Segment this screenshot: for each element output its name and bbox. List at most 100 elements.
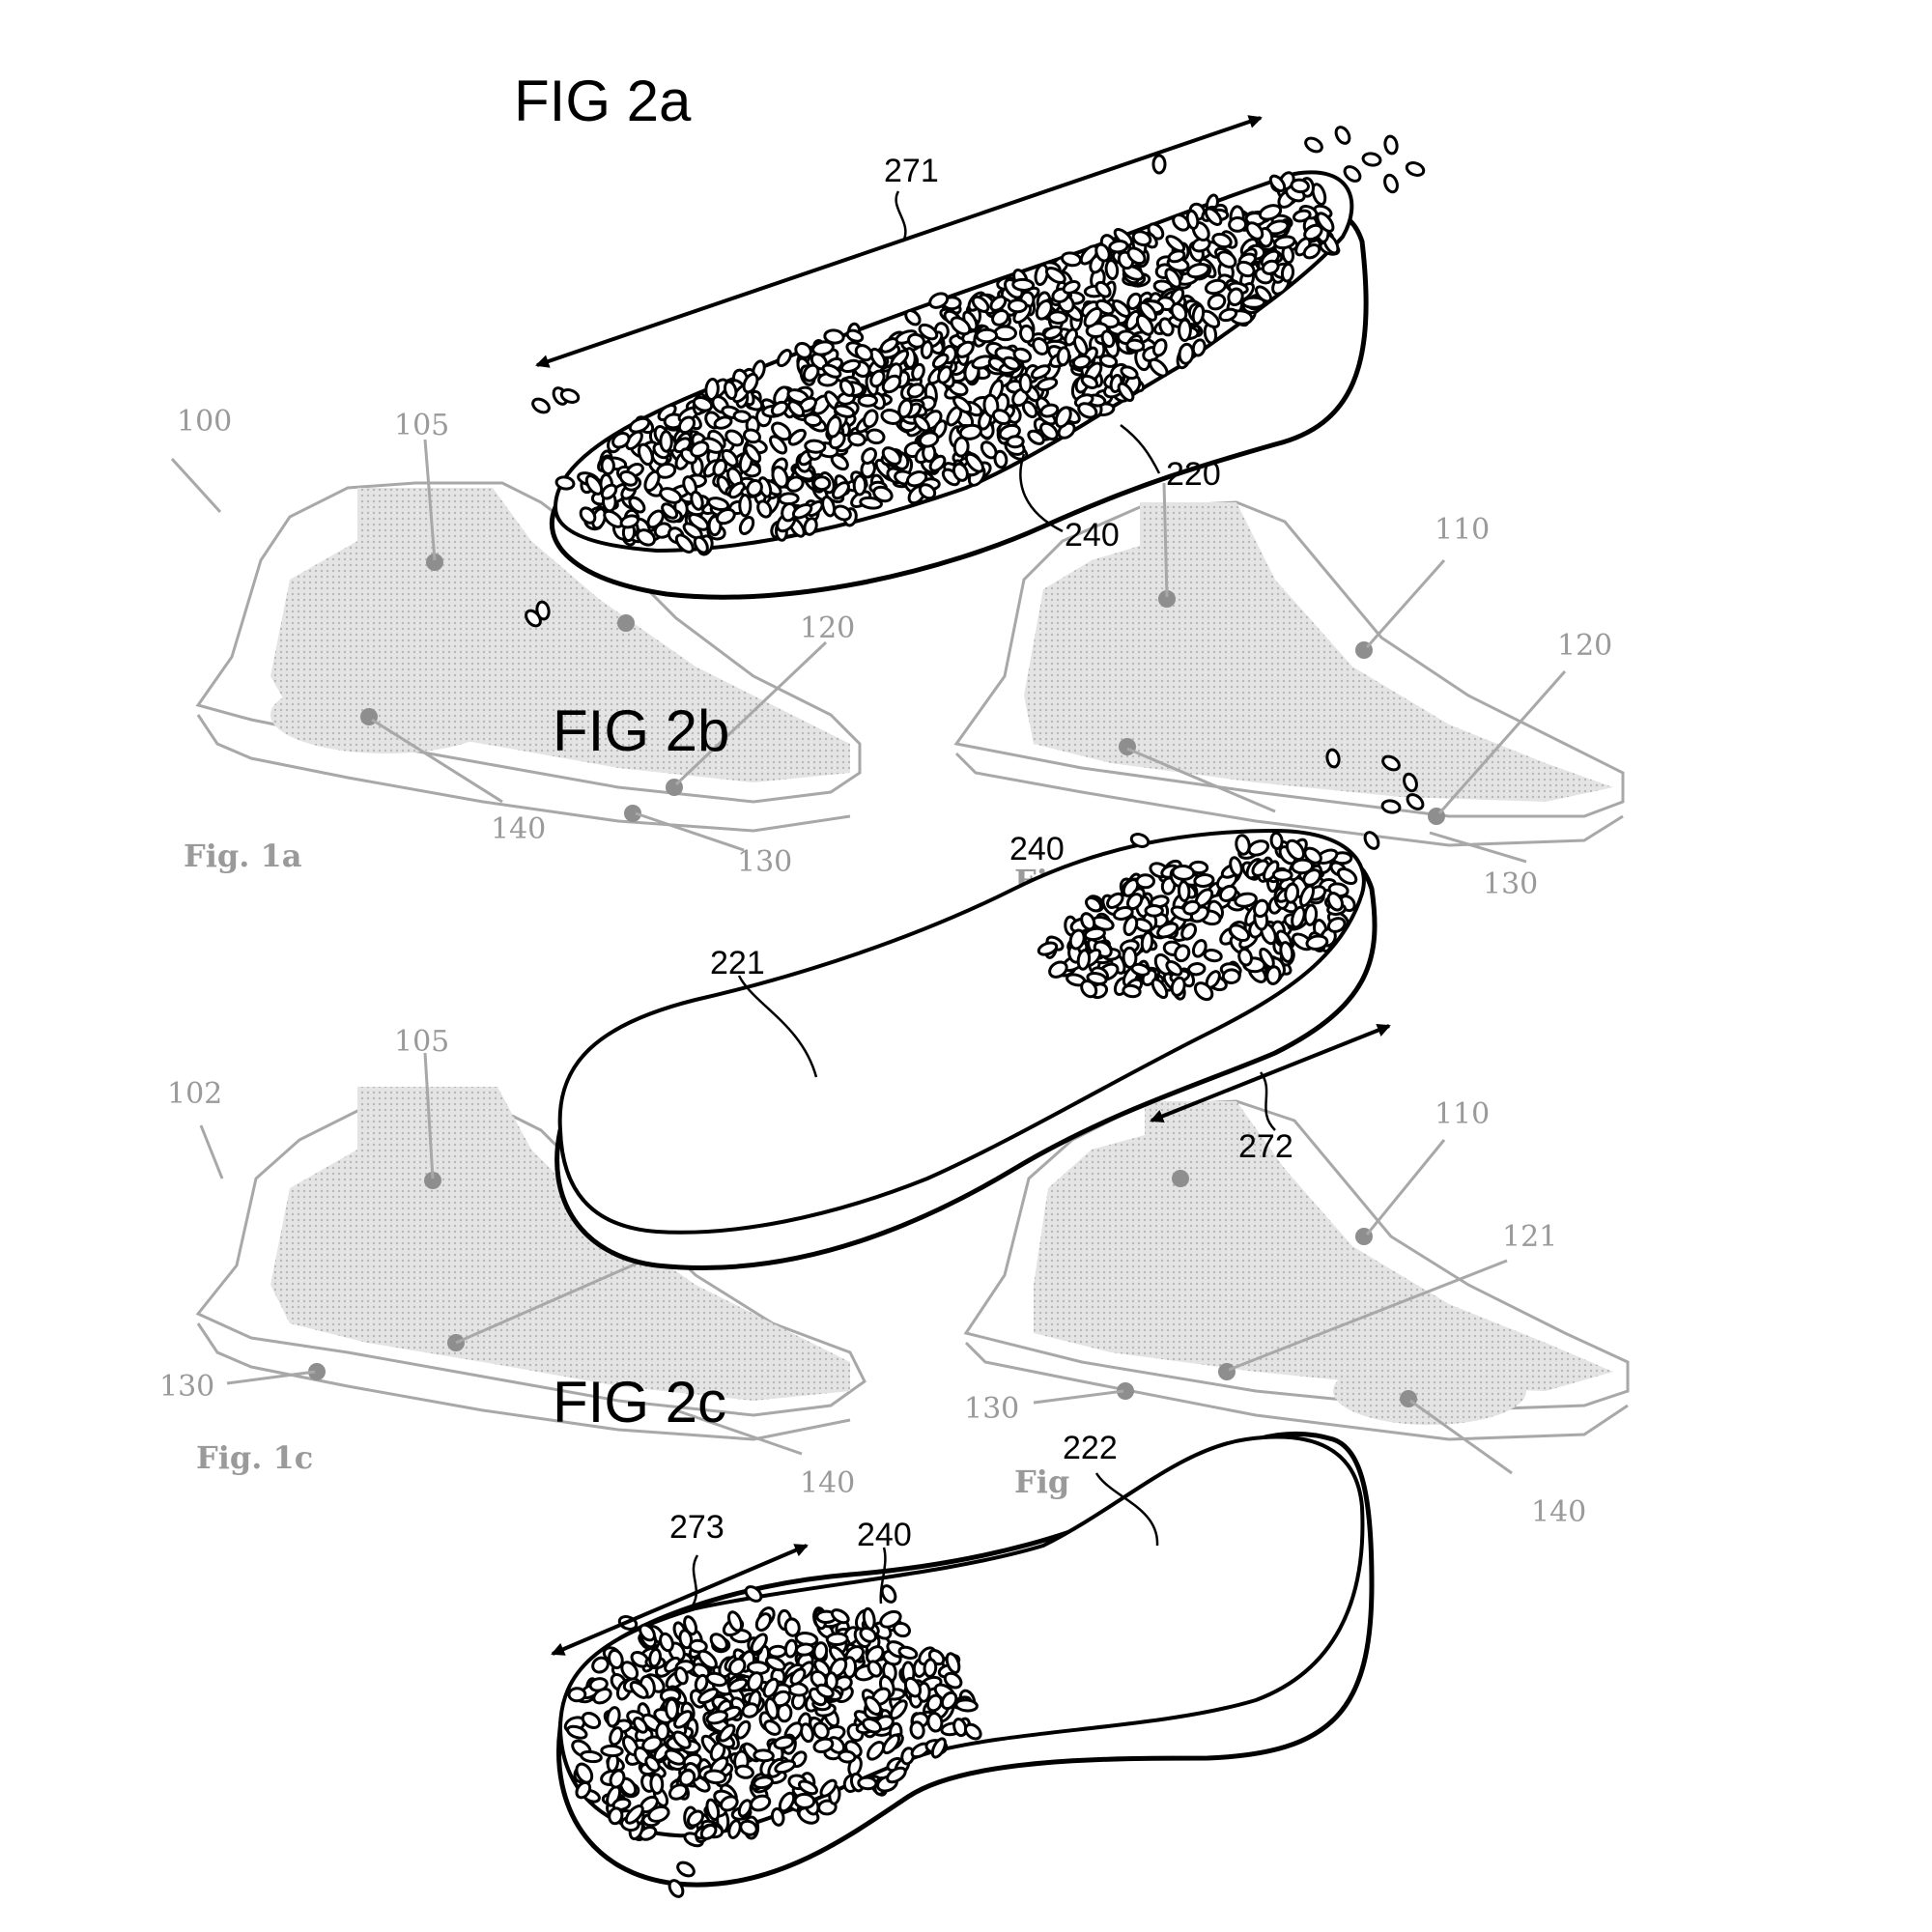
foam-bead: [1144, 903, 1164, 918]
foam-bead: [958, 423, 982, 440]
foam-bead: [787, 428, 807, 446]
foam-bead: [531, 397, 551, 414]
foam-bead: [632, 1717, 648, 1734]
foam-bead: [744, 443, 762, 464]
fig-2c-title: FIG 2c: [553, 1370, 726, 1435]
foam-bead: [952, 462, 969, 482]
foam-bead: [770, 400, 789, 417]
foam-bead: [579, 506, 597, 525]
foam-bead: [629, 1680, 649, 1699]
foam-bead: [838, 379, 855, 397]
foam-bead: [909, 1720, 925, 1740]
foam-bead: [867, 1660, 883, 1678]
foam-bead: [636, 528, 657, 547]
foam-bead: [1151, 154, 1167, 175]
ref-140: 140: [800, 1466, 855, 1500]
foam-bead: [1182, 899, 1201, 916]
foam-bead: [903, 1676, 923, 1698]
ref-130: 130: [159, 1370, 214, 1404]
foam-bead: [742, 372, 759, 394]
foam-bead: [1380, 799, 1402, 814]
ref-271: 271: [884, 153, 939, 189]
foam-bead: [897, 398, 914, 419]
ref-121: 121: [1502, 1220, 1557, 1254]
foam-bead: [765, 1655, 786, 1672]
foam-bead: [833, 404, 856, 418]
foam-bead: [886, 1766, 907, 1784]
foam-bead: [712, 458, 727, 477]
foam-bead: [1193, 873, 1215, 888]
foam-bead: [655, 1721, 670, 1742]
foam-bead: [637, 442, 654, 467]
foam-bead: [1336, 867, 1358, 886]
foam-bead: [864, 1695, 883, 1717]
foam-bead: [879, 1609, 902, 1629]
foam-bead: [803, 517, 818, 536]
foam-bead: [797, 1779, 819, 1796]
foam-bead: [1284, 882, 1300, 904]
foam-bead: [906, 383, 925, 399]
foam-bead: [815, 1683, 835, 1699]
foam-bead: [1291, 905, 1306, 929]
ref-130: 130: [964, 1392, 1019, 1426]
foam-bead: [648, 1647, 663, 1668]
foam-bead: [690, 440, 710, 458]
foam-bead: [918, 431, 940, 448]
foam-bead: [859, 496, 883, 510]
foam-bead: [753, 1748, 775, 1763]
foam-bead: [753, 1776, 774, 1790]
foam-bead: [584, 474, 604, 496]
foam-bead: [1117, 382, 1135, 402]
foam-bead: [1221, 968, 1241, 985]
foam-bead: [727, 481, 746, 499]
foam-bead: [826, 415, 842, 439]
foam-bead: [649, 1773, 665, 1795]
foam-bead: [659, 430, 673, 453]
foam-bead: [1291, 858, 1315, 875]
foam-bead: [940, 1690, 958, 1711]
foam-bead: [690, 490, 704, 511]
ref-110: 110: [1435, 1097, 1490, 1131]
fig-2b: FIG 2b 221 240 272: [553, 698, 1425, 1270]
foam-bead: [1106, 892, 1124, 909]
ref-105: 105: [394, 409, 449, 442]
ref-220: 220: [1166, 456, 1221, 493]
foam-bead: [803, 412, 823, 428]
foam-bead: [639, 1826, 658, 1841]
foam-bead: [1084, 895, 1103, 913]
foam-bead: [575, 1762, 594, 1784]
foam-bead: [1361, 152, 1382, 167]
foam-bead: [804, 439, 827, 454]
foam-bead: [1054, 406, 1072, 429]
foam-bead: [1191, 939, 1208, 958]
foam-bead: [1036, 377, 1059, 392]
foam-bead: [741, 1702, 760, 1719]
foam-bead: [668, 1879, 685, 1898]
foam-bead: [641, 1735, 663, 1753]
foam-bead: [1325, 748, 1341, 769]
foam-bead: [825, 1632, 849, 1647]
foam-bead: [1334, 126, 1351, 145]
foam-bead: [1268, 174, 1287, 193]
foam-bead: [893, 1621, 911, 1638]
foam-bead: [673, 1710, 694, 1729]
foam-bead: [1305, 934, 1329, 951]
fig-2a: FIG 2a 271 220 240: [514, 69, 1426, 628]
foam-bead: [852, 474, 867, 497]
foam-bead: [819, 1778, 838, 1798]
foam-bead: [1027, 429, 1045, 445]
foam-bead: [763, 1719, 781, 1736]
ref-273: 273: [669, 1509, 724, 1546]
fig-2c-beads: [563, 1584, 982, 1898]
foam-bead: [1122, 915, 1139, 937]
foam-bead: [794, 1642, 815, 1657]
foam-bead: [861, 447, 877, 465]
foam-bead: [945, 1652, 961, 1674]
foam-bead: [1237, 948, 1253, 967]
foam-bead: [789, 1667, 807, 1686]
foam-bead: [535, 600, 551, 621]
ref-120: 120: [800, 611, 855, 645]
foam-bead: [964, 1722, 982, 1741]
foam-bead: [678, 1769, 696, 1787]
foam-bead: [830, 1608, 850, 1625]
